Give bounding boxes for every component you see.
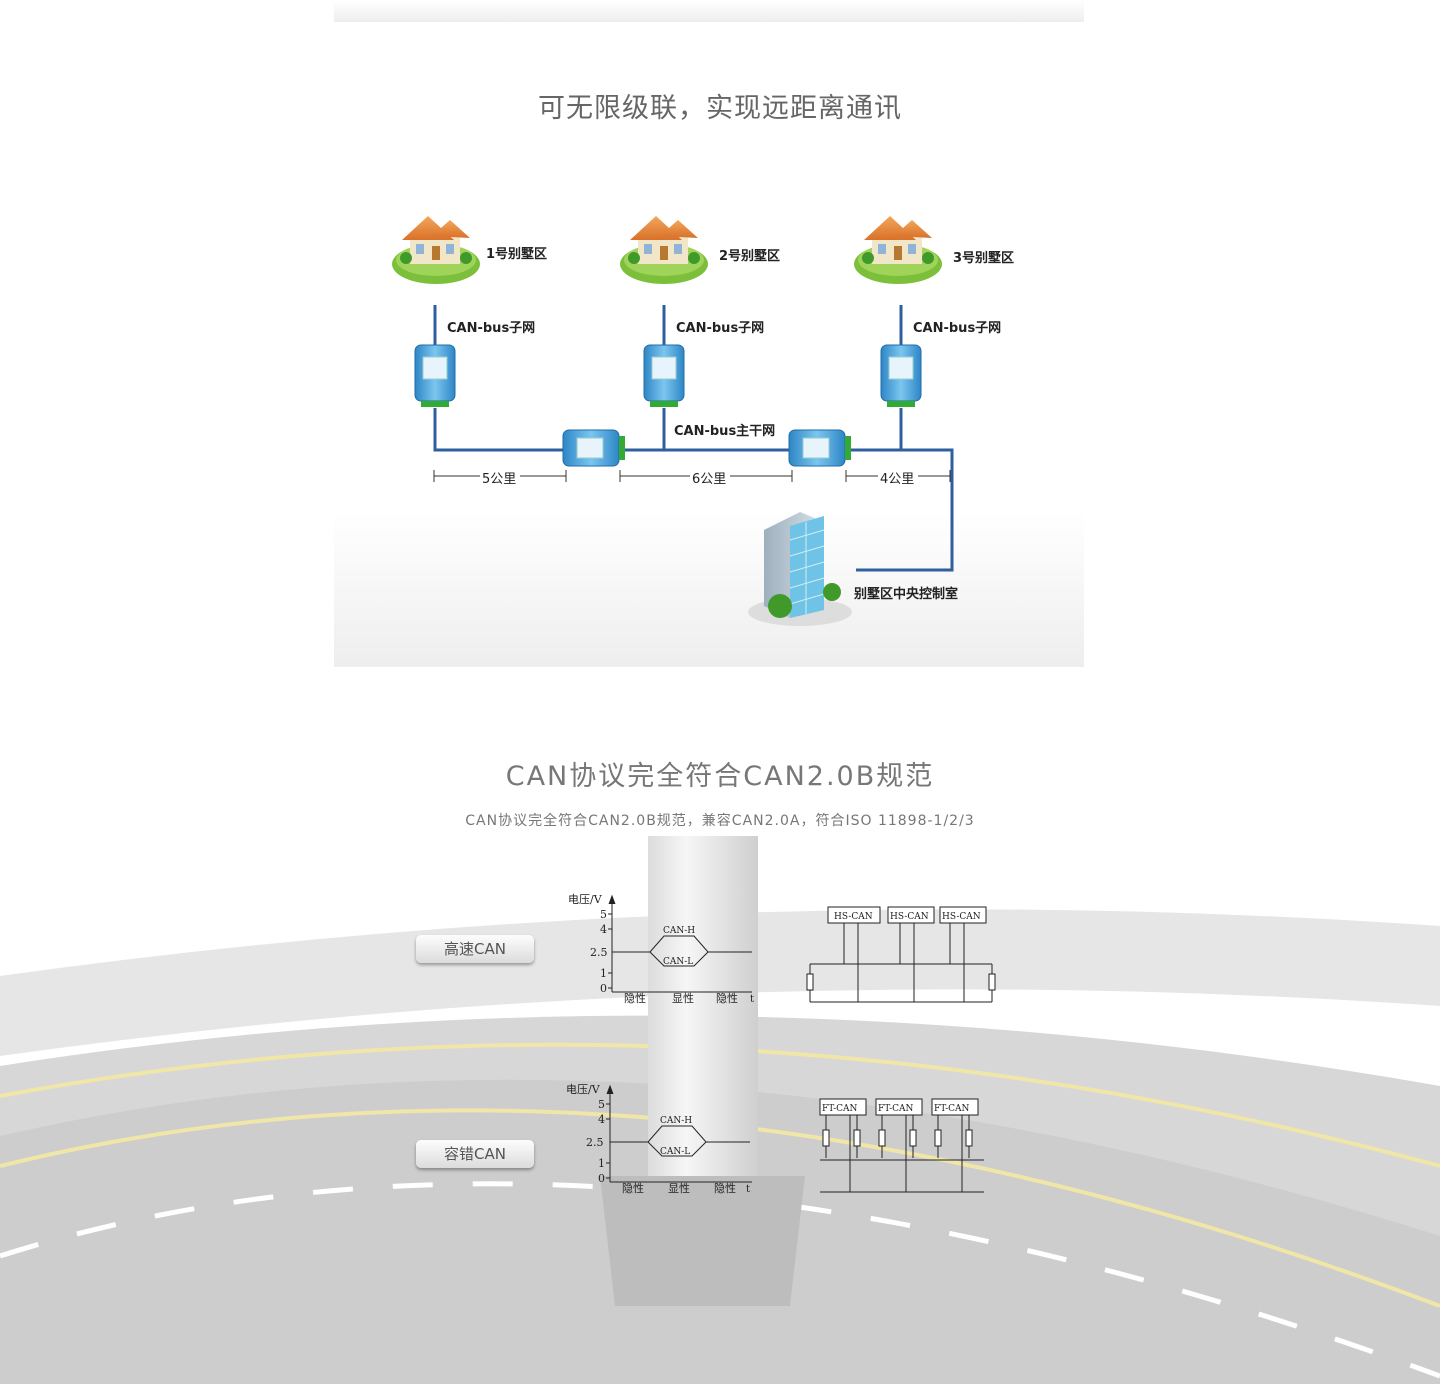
villa-house-icon-3 <box>854 216 942 284</box>
hs-can-bus-topology: HS-CAN HS-CAN HS-CAN <box>806 906 996 1003</box>
hs-tick-1: 1 <box>600 967 607 980</box>
hs-node-3: HS-CAN <box>942 912 981 922</box>
ft-can-waveform: 电压/V 5 4 2.5 1 0 CAN-H CAN-L 隐性 显性 隐性 t <box>566 1083 752 1195</box>
trunk-repeater-device-2 <box>788 429 852 467</box>
ft-tick-2.5: 2.5 <box>586 1136 604 1149</box>
hs-axis-label: 电压/V <box>568 893 603 906</box>
villa-label-1: 1号别墅区 <box>486 247 548 262</box>
can-bridge-device-2 <box>643 344 685 408</box>
can-bridge-device-1 <box>414 344 456 408</box>
hs-can-waveform: 电压/V 5 4 2.5 1 0 CAN-H CAN-L 隐性 显性 隐性 t <box>568 893 754 1005</box>
ft-can-l-label: CAN-L <box>660 1147 690 1157</box>
top-panel-strip <box>334 0 1084 22</box>
section-subtitle-protocol: CAN协议完全符合CAN2.0B规范，兼容CAN2.0A，符合ISO 11898… <box>465 813 975 829</box>
section-title-cascade: 可无限级联，实现远距离通讯 <box>538 93 902 124</box>
hs-can-h-label: CAN-H <box>663 926 695 936</box>
high-speed-can-badge: 高速CAN <box>416 935 534 963</box>
ft-tick-0: 0 <box>598 1172 605 1185</box>
villa-house-icon-1 <box>392 216 480 284</box>
section-title-protocol: CAN协议完全符合CAN2.0B规范 <box>505 761 935 792</box>
control-room-label: 别墅区中央控制室 <box>854 587 959 602</box>
ft-node-3: FT-CAN <box>934 1104 970 1114</box>
ft-state-dominant: 显性 <box>668 1181 690 1195</box>
hs-tick-5: 5 <box>600 908 607 921</box>
distance-label-1: 5公里 <box>482 472 517 487</box>
control-building-icon <box>748 512 852 626</box>
hs-tick-0: 0 <box>600 982 607 995</box>
hs-node-2: HS-CAN <box>890 912 929 922</box>
villa-house-icon-2 <box>620 216 708 284</box>
ft-state-recessive-2: 隐性 <box>714 1181 736 1195</box>
ft-tick-1: 1 <box>598 1157 605 1170</box>
ft-node-2: FT-CAN <box>878 1104 914 1114</box>
hs-time-axis: t <box>750 994 754 1005</box>
hs-node-1: HS-CAN <box>834 912 873 922</box>
distance-markers <box>433 470 951 482</box>
trunk-label: CAN-bus主干网 <box>674 424 776 439</box>
distance-label-2: 6公里 <box>692 472 727 487</box>
ft-node-1: FT-CAN <box>822 1104 858 1114</box>
hs-can-l-label: CAN-L <box>663 957 693 967</box>
bus-lines <box>433 305 954 572</box>
hs-state-recessive-1: 隐性 <box>624 991 646 1005</box>
hs-tick-2.5: 2.5 <box>590 946 608 959</box>
villa-label-2: 2号别墅区 <box>719 249 781 264</box>
villa-label-3: 3号别墅区 <box>953 251 1015 266</box>
can-bridge-device-3 <box>880 344 922 408</box>
distance-label-3: 4公里 <box>880 472 915 487</box>
subnet-label-3: CAN-bus子网 <box>913 321 1002 336</box>
subnet-label-2: CAN-bus子网 <box>676 321 765 336</box>
ft-can-h-label: CAN-H <box>660 1116 692 1126</box>
hs-state-recessive-2: 隐性 <box>716 991 738 1005</box>
ft-axis-label: 电压/V <box>566 1083 601 1096</box>
hs-state-dominant: 显性 <box>672 991 694 1005</box>
ft-tick-4: 4 <box>598 1113 605 1126</box>
subnet-label-1: CAN-bus子网 <box>447 321 536 336</box>
ft-tick-5: 5 <box>598 1098 605 1111</box>
ft-state-recessive-1: 隐性 <box>622 1181 644 1195</box>
trunk-repeater-device-1 <box>562 429 626 467</box>
hs-tick-4: 4 <box>600 923 607 936</box>
network-diagram <box>392 216 954 626</box>
ft-time-axis: t <box>746 1184 750 1195</box>
ft-can-bus-topology: FT-CAN FT-CAN FT-CAN <box>819 1098 984 1193</box>
fault-tolerant-can-badge: 容错CAN <box>416 1140 534 1168</box>
highway-background <box>0 836 1440 1396</box>
